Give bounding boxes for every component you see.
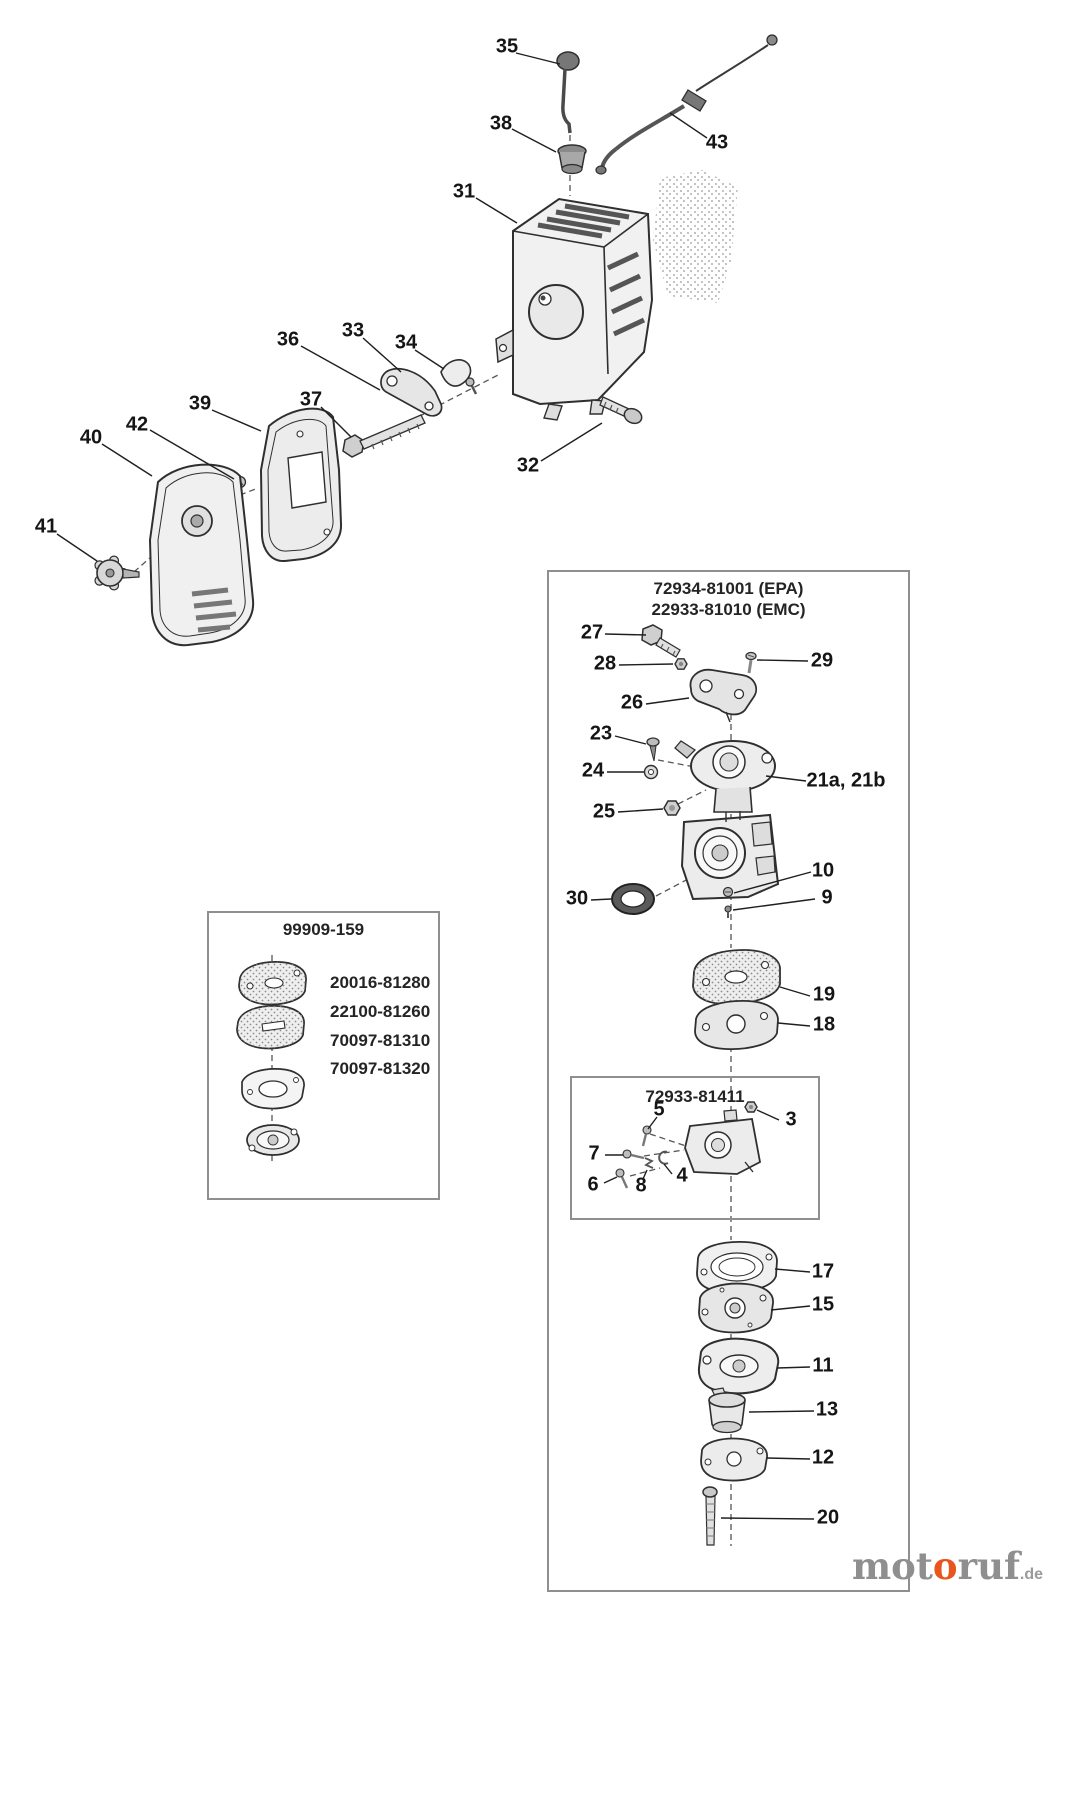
kit-part-number-4: 70097-81320 — [330, 1059, 431, 1078]
part-gasket-19 — [692, 949, 781, 1005]
callout-10: 10 — [811, 859, 835, 882]
callout-31: 31 — [452, 180, 476, 203]
part-plate-18 — [694, 1000, 779, 1050]
watermark-prefix: mot — [852, 1544, 933, 1588]
leader-lines — [56, 52, 816, 1520]
callout-21a-21b: 21a, 21b — [806, 769, 886, 792]
watermark-accent-letter: o — [932, 1544, 958, 1588]
callout-17: 17 — [811, 1260, 835, 1283]
kit-part-number-1: 20016-81280 — [330, 973, 431, 992]
callout-7: 7 — [588, 1142, 600, 1165]
callout-12: 12 — [811, 1446, 835, 1469]
part-gasket-17 — [696, 1241, 778, 1293]
callout-32: 32 — [516, 454, 540, 477]
part-grommet — [557, 144, 587, 175]
carb-assembly-title-line1: 72934-81001 (EPA) — [653, 579, 804, 598]
callout-9: 9 — [821, 886, 833, 909]
part-carburetor-top — [674, 740, 776, 813]
callout-13: 13 — [815, 1398, 839, 1421]
part-kit-plate-3 — [241, 1068, 305, 1110]
part-plate-12 — [700, 1437, 768, 1482]
callout-26: 26 — [620, 691, 644, 714]
part-throttle-cable — [595, 34, 778, 175]
callout-34: 34 — [394, 331, 418, 354]
callout-19: 19 — [812, 983, 836, 1006]
part-lever — [380, 367, 443, 417]
callout-38: 38 — [489, 112, 513, 135]
part-air-cleaner-cover — [148, 463, 255, 647]
part-kit-gasket-1 — [238, 961, 307, 1006]
watermark-motoruf: motoruf.de — [852, 1544, 1043, 1588]
part-pump-body-11 — [697, 1337, 780, 1399]
kit-part-number-3: 70097-81310 — [330, 1031, 431, 1050]
part-screw-10 — [722, 886, 734, 898]
repair-kit-title: 99909-159 — [282, 920, 365, 939]
callout-28: 28 — [593, 652, 617, 675]
callout-15: 15 — [811, 1293, 835, 1316]
carb-assembly-title-line2: 22933-81010 (EMC) — [651, 600, 806, 619]
part-screw-9 — [724, 905, 732, 918]
part-engine-shroud — [495, 197, 654, 421]
callout-6: 6 — [587, 1173, 599, 1196]
part-spring-8 — [644, 1157, 654, 1169]
part-choke-rod — [556, 51, 580, 134]
watermark-domain: .de — [1019, 1566, 1044, 1583]
callout-40: 40 — [79, 426, 103, 449]
part-clip-4 — [658, 1150, 669, 1165]
part-screw-29 — [745, 651, 757, 674]
part-throttle-cam — [689, 668, 757, 723]
part-screw-7 — [622, 1149, 645, 1160]
part-screw-5 — [641, 1125, 652, 1147]
kit-part-number-2: 22100-81260 — [330, 1002, 431, 1021]
callout-39: 39 — [188, 392, 212, 415]
callout-24: 24 — [581, 759, 605, 782]
ghosted-part-stipple — [653, 170, 738, 303]
part-kit-gasket-2 — [236, 1005, 305, 1050]
callout-33: 33 — [341, 319, 365, 342]
part-air-cleaner-plate — [259, 407, 343, 563]
part-link — [440, 359, 478, 395]
part-knob — [94, 555, 140, 591]
part-nut-3 — [744, 1101, 758, 1113]
sub-assembly-title: 72933-81411 — [645, 1087, 745, 1106]
part-kit-pump-4 — [246, 1124, 300, 1156]
carb-assembly-title: 72934-81001 (EPA) 22933-81010 (EMC) — [557, 578, 900, 620]
callout-23: 23 — [589, 722, 613, 745]
callout-25: 25 — [592, 800, 616, 823]
callout-42: 42 — [125, 413, 149, 436]
callout-35: 35 — [495, 35, 519, 58]
callout-8: 8 — [635, 1174, 647, 1197]
part-nut-28 — [674, 658, 688, 670]
callout-36: 36 — [276, 328, 300, 351]
part-carburetor-body — [680, 811, 780, 901]
part-bolt-27 — [641, 624, 681, 658]
watermark-suffix: ruf — [957, 1544, 1020, 1588]
callout-4: 4 — [676, 1164, 688, 1187]
part-needle-23 — [646, 737, 660, 762]
callout-37: 37 — [299, 388, 323, 411]
callout-11: 11 — [812, 1354, 834, 1377]
callout-20: 20 — [816, 1506, 840, 1529]
callout-41: 41 — [34, 515, 58, 538]
part-washer-24 — [643, 764, 659, 780]
part-bolt-37 — [342, 414, 426, 458]
part-nut-25 — [663, 800, 681, 816]
callout-29: 29 — [810, 649, 834, 672]
callout-27: 27 — [580, 621, 604, 644]
callout-18: 18 — [812, 1013, 836, 1036]
callout-43: 43 — [705, 131, 729, 154]
part-seal-30 — [611, 883, 655, 915]
part-screw-20 — [702, 1486, 718, 1546]
part-plate-15 — [698, 1282, 774, 1334]
part-bolt-32 — [599, 396, 643, 425]
part-cup-13 — [708, 1392, 746, 1434]
callout-30: 30 — [565, 887, 589, 910]
part-sub-carburetor — [684, 1109, 762, 1175]
part-screw-6 — [615, 1168, 629, 1189]
callout-5: 5 — [653, 1098, 665, 1121]
callout-3: 3 — [785, 1108, 797, 1131]
